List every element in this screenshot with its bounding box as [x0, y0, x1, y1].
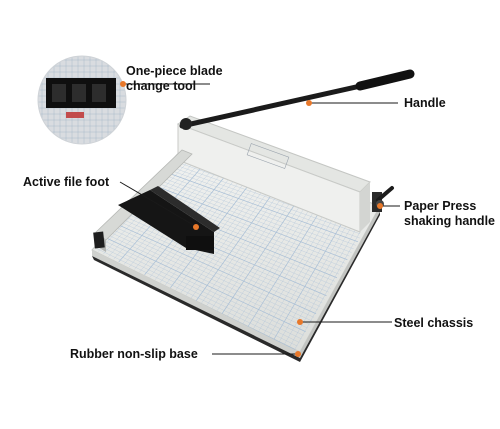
callout-paper-press-line2: shaking handle — [404, 214, 495, 228]
paper-press-handle — [372, 186, 394, 212]
cutter-handle — [179, 69, 415, 130]
callout-blade-tool: One-piece blade change tool — [126, 64, 223, 94]
callout-base: Rubber non-slip base — [70, 347, 198, 361]
callout-chassis: Steel chassis — [394, 316, 474, 330]
leader-lines — [119, 83, 400, 355]
callout-paper-press-line1: Paper Press — [404, 199, 477, 213]
callout-paper-press: Paper Press shaking handle — [404, 199, 495, 229]
leader-dots — [120, 81, 383, 357]
callout-file-foot: Active file foot — [23, 175, 110, 189]
callout-blade-tool-line2: change tool — [126, 79, 197, 93]
callout-blade-tool-line1: One-piece blade — [126, 64, 223, 78]
rubber-base — [92, 212, 380, 362]
callout-handle: Handle — [404, 96, 446, 110]
blade-tool-inset — [37, 55, 127, 145]
file-foot — [118, 186, 220, 254]
